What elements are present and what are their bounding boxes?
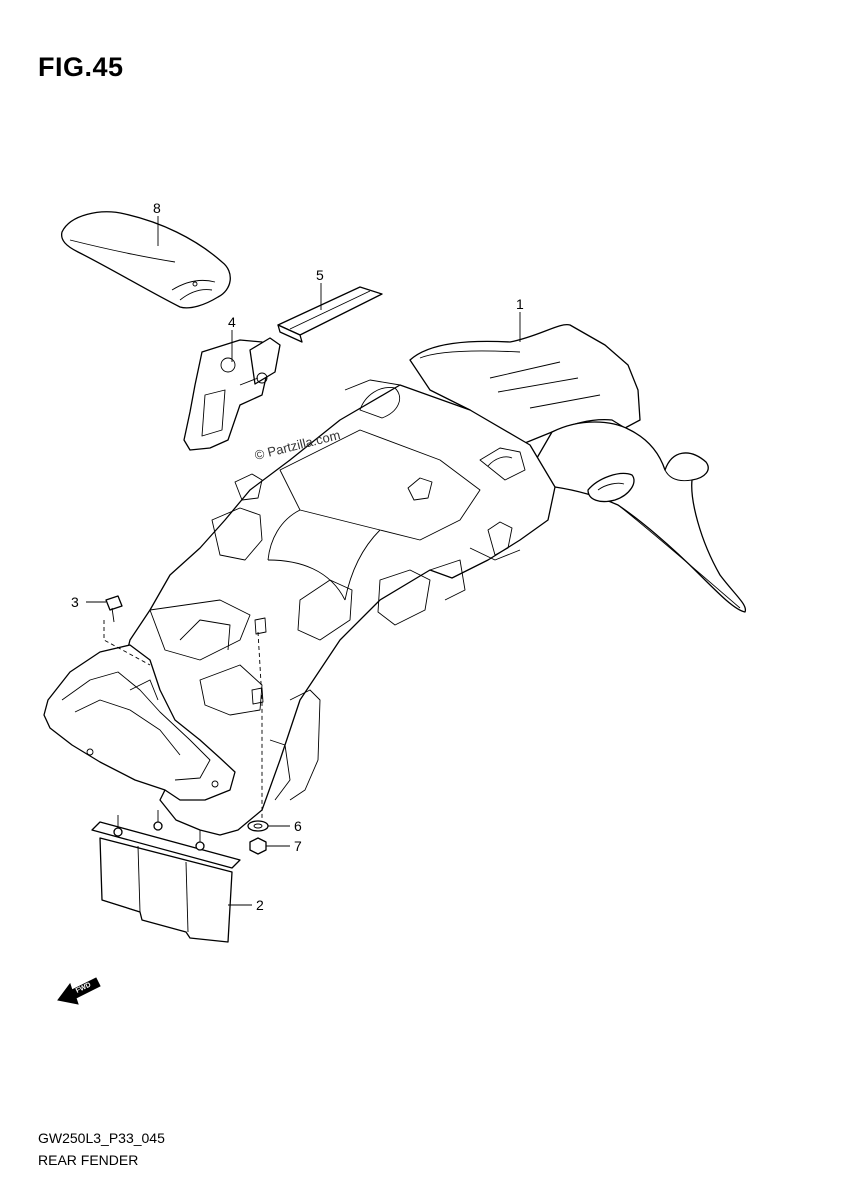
part-5-strap — [277, 286, 383, 343]
part-7-nut — [249, 837, 267, 855]
part-3-bolt — [103, 595, 151, 666]
callout-1: 1 — [516, 296, 524, 312]
callout-4: 4 — [228, 314, 236, 330]
leader-lines — [86, 216, 521, 906]
callout-2: 2 — [256, 897, 264, 913]
fwd-arrow-icon: FWD — [57, 977, 101, 1005]
callout-7: 7 — [294, 838, 302, 854]
part-8-cover — [60, 211, 231, 309]
part-2-mudflap — [91, 810, 241, 943]
part-6-washer — [247, 820, 269, 832]
callout-3: 3 — [71, 594, 79, 610]
callout-8: 8 — [153, 200, 161, 216]
diagram-code: GW250L3_P33_045 — [38, 1130, 165, 1146]
part-4-bracket — [183, 337, 281, 451]
figure-title: FIG.45 — [38, 52, 124, 82]
callout-5: 5 — [316, 267, 324, 283]
diagram-caption: REAR FENDER — [38, 1152, 139, 1168]
part-1-rear-fender — [43, 323, 747, 836]
callout-6: 6 — [294, 818, 302, 834]
